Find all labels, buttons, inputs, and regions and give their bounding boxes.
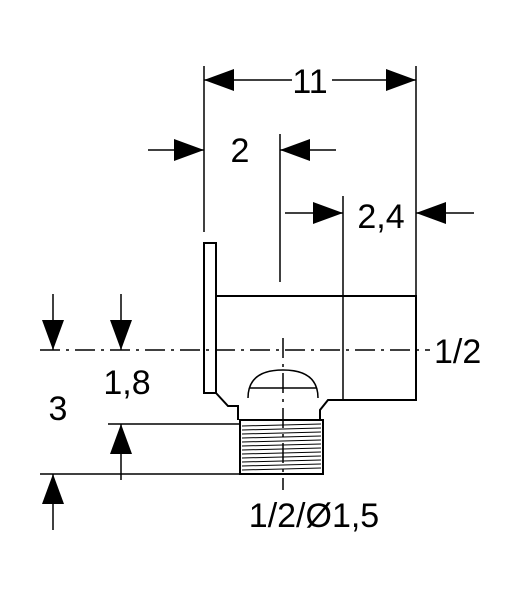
dimension-height-center bbox=[42, 294, 132, 480]
dim-label-connection-right: 1/2 bbox=[434, 333, 481, 371]
thread-line bbox=[241, 423, 322, 427]
fitting-body bbox=[203, 242, 417, 420]
thread-line bbox=[241, 431, 322, 435]
thread-line bbox=[241, 451, 322, 455]
dim-label-overall-width: 11 bbox=[292, 63, 327, 101]
thread-line bbox=[241, 435, 322, 439]
dimension-height-thread bbox=[42, 474, 64, 530]
dim-label-wall-offset: 2 bbox=[231, 132, 250, 170]
thread-line bbox=[241, 447, 322, 451]
dim-label-connection-bottom: 1/2/Ø1,5 bbox=[249, 497, 379, 535]
thread bbox=[239, 419, 324, 475]
thread-line bbox=[241, 463, 322, 467]
center-lines bbox=[40, 338, 430, 490]
thread-line bbox=[241, 467, 322, 471]
thread-line bbox=[241, 455, 322, 459]
dim-label-height-center: 1,8 bbox=[103, 364, 150, 402]
dimension-overall-width bbox=[204, 69, 416, 91]
dimension-outlet-depth bbox=[285, 202, 474, 224]
thread-line bbox=[241, 439, 322, 443]
thread-line bbox=[241, 443, 322, 447]
thread-line bbox=[241, 427, 322, 431]
dim-label-height-thread: 3 bbox=[49, 390, 68, 428]
extension-lines bbox=[40, 66, 417, 475]
thread-hatching bbox=[241, 423, 322, 471]
dimension-wall-offset bbox=[148, 139, 336, 161]
dim-label-outlet-depth: 2,4 bbox=[357, 198, 404, 236]
thread-line bbox=[241, 459, 322, 463]
